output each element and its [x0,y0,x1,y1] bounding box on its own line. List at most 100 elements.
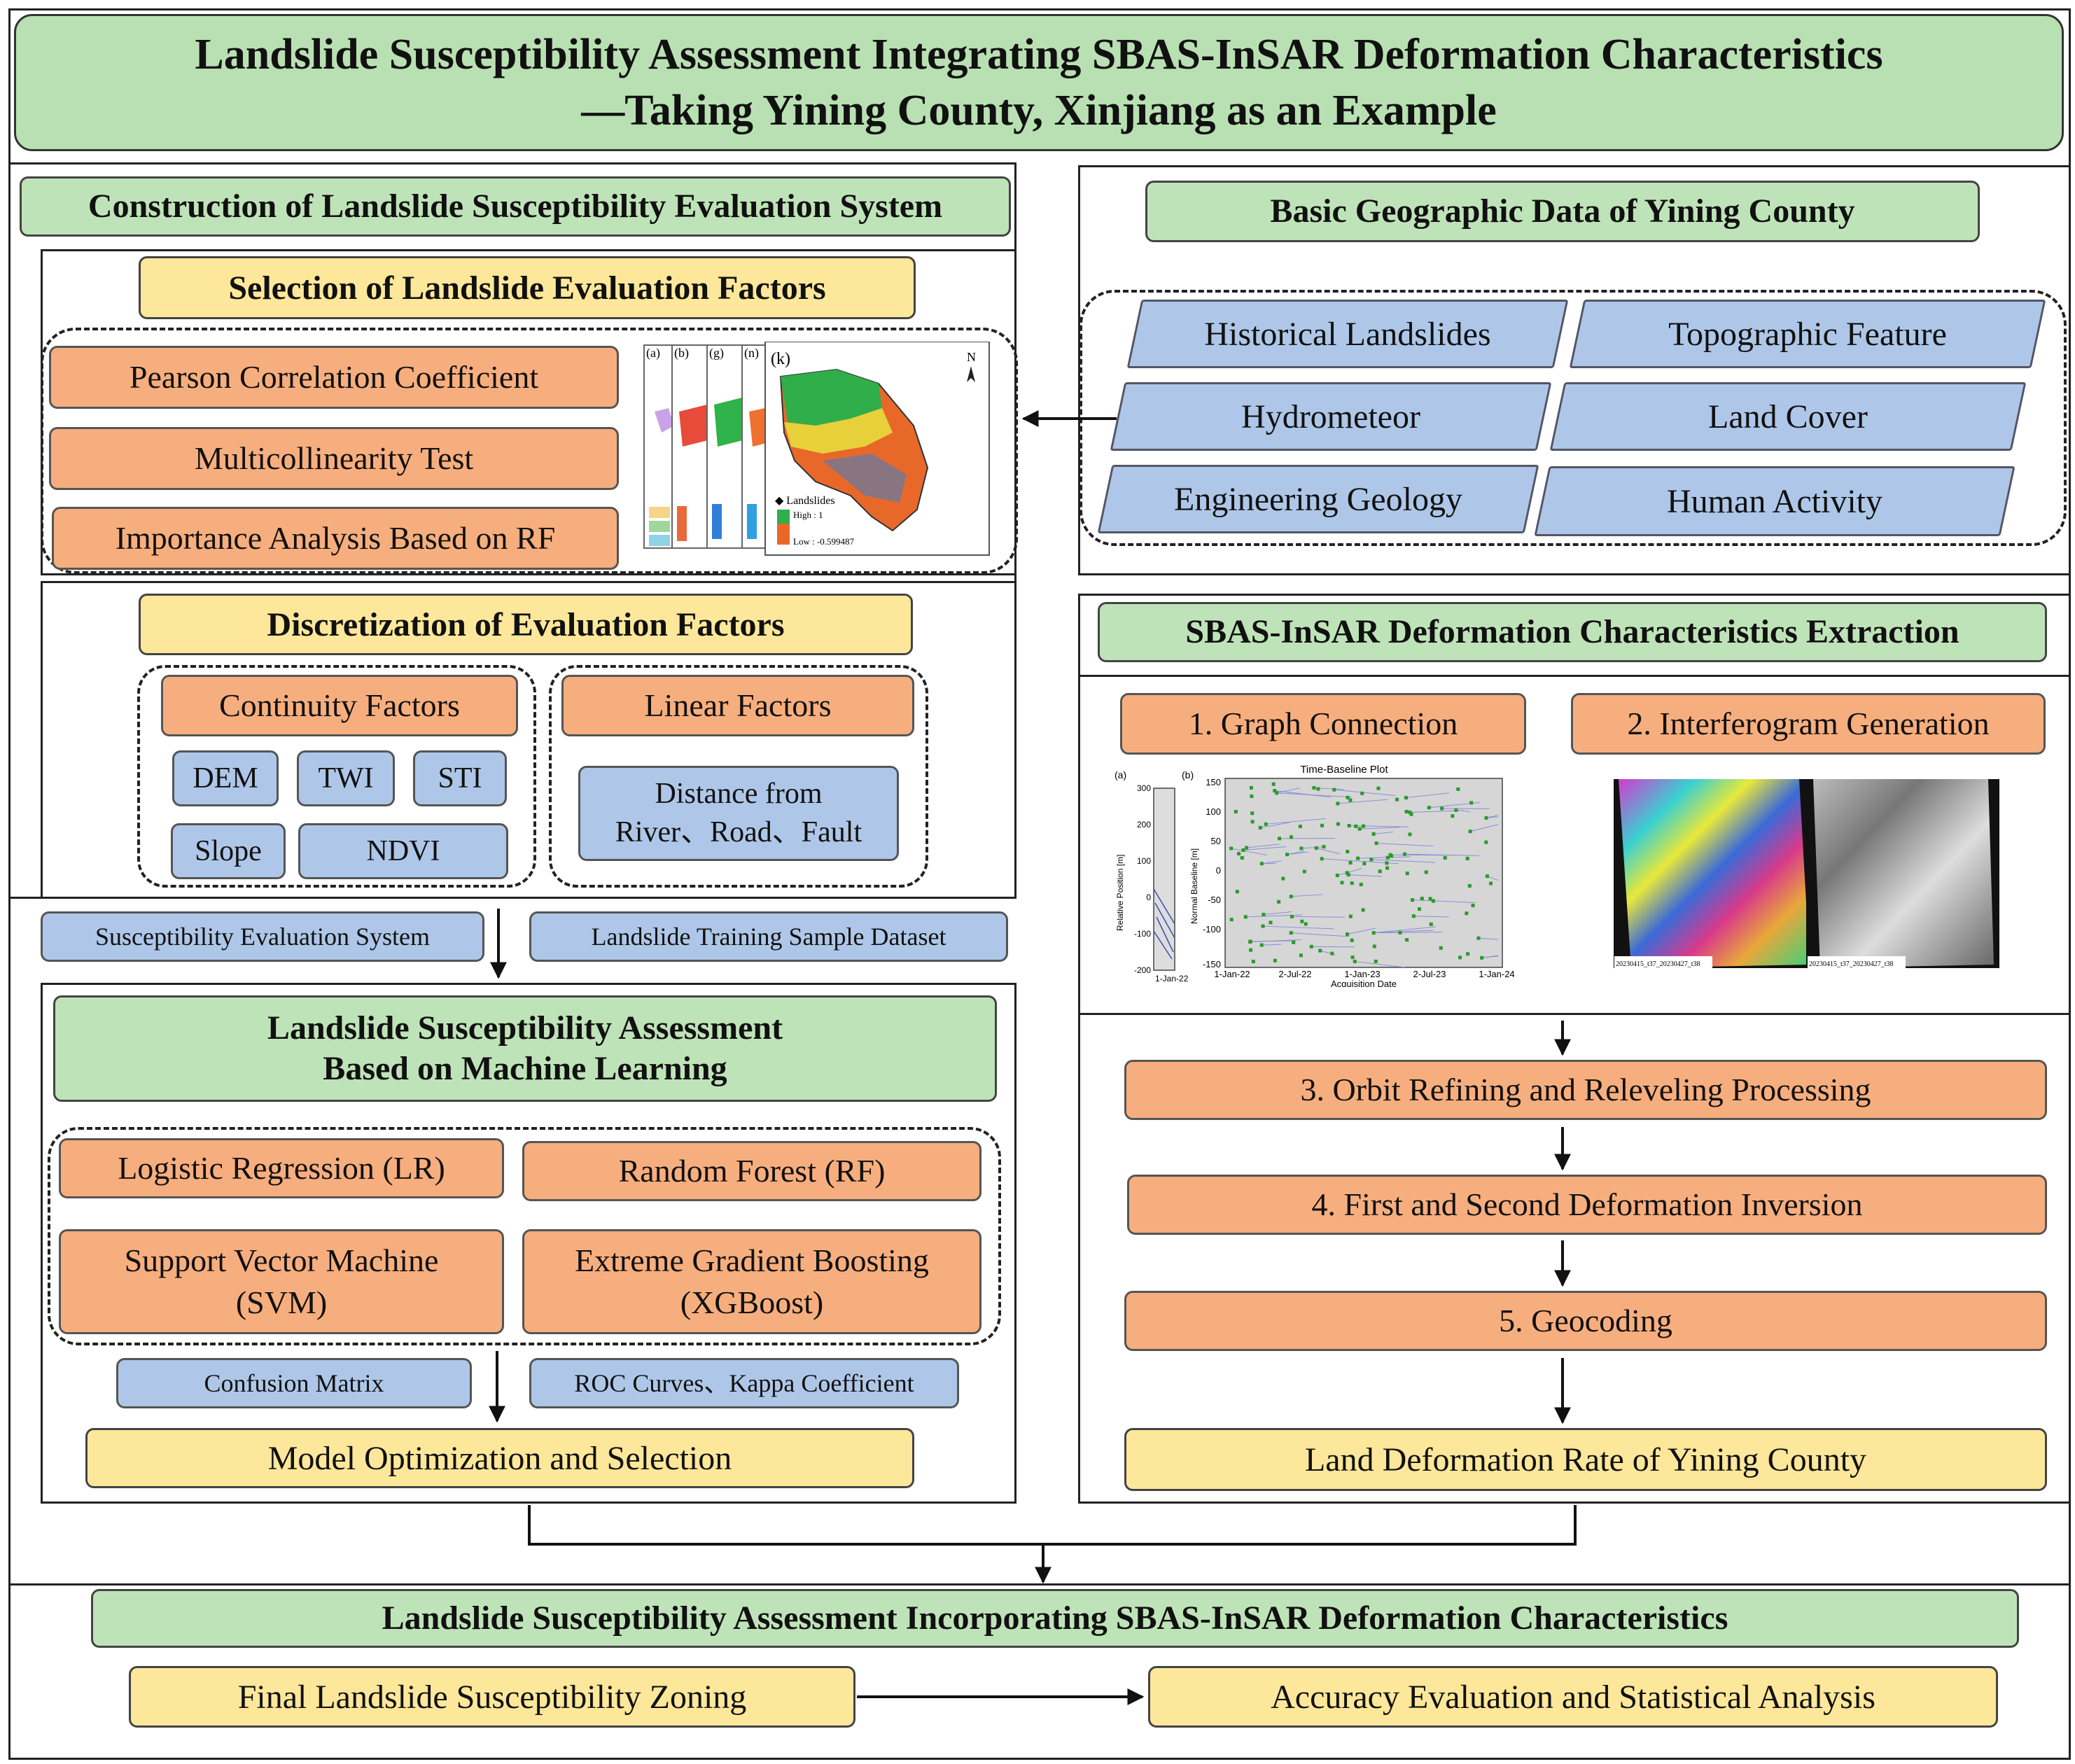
merge-line [528,1505,1577,1546]
ml-title-line2: Based on Machine Learning [323,1050,727,1087]
acquisition-point [1277,899,1281,904]
acquisition-point [1348,914,1353,918]
acquisition-point [1292,940,1296,944]
acquisition-point [1484,816,1488,820]
time-baseline-plot-svg: (a) (b) Time-Baseline Plot Relative Posi… [1115,764,1515,989]
plot-a-xtick: 1-Jan-22 [1155,974,1189,983]
plot-a-label: (a) [1115,769,1126,780]
acquisition-point [1458,955,1462,960]
acquisition-point [1336,802,1340,806]
acquisition-point [1418,907,1422,911]
baseline-connection [1412,899,1476,903]
acquisition-point [1348,798,1353,802]
baseline-connection [1246,844,1280,848]
acquisition-point [1298,825,1302,829]
baseline-connection [1481,955,1499,958]
acquisition-point [1330,951,1334,955]
acquisition-point [1353,960,1357,964]
geo-hydrometeor-label: Hydrometeor [1241,398,1420,435]
model-lr: Logistic Regression (LR) [59,1138,504,1198]
acquisition-point [1299,846,1304,850]
model-xgb-line1: Extreme Gradient Boosting [575,1242,929,1279]
acquisition-point [1409,812,1413,816]
plot-b-ytick: -100 [1203,924,1221,934]
baseline-connection [1478,937,1499,940]
model-svm: Support Vector Machine (SVM) [59,1229,504,1334]
acquisition-point [1245,846,1249,850]
acquisition-point [1484,840,1488,844]
geo-data-title: Basic Geographic Data of Yining County [1145,181,1980,242]
acquisition-point [1451,814,1455,818]
map-label-k: (k) [771,350,790,368]
acquisition-point [1278,836,1282,841]
acquisition-point [1320,823,1324,827]
north-arrow-label: N [967,350,976,364]
input-training-dataset: Landslide Training Sample Dataset [529,911,1008,962]
acquisition-point [1402,852,1406,856]
acquisition-point [1476,936,1481,940]
acquisition-point [1281,876,1285,881]
sbas-step-section [1078,675,2071,1015]
acquisition-point [1300,919,1304,923]
plot-a-ytick: -200 [1134,965,1151,975]
acquisition-point [1408,832,1412,836]
baseline-connection [1357,856,1411,859]
acquisition-point [1346,932,1350,937]
acquisition-point [1285,853,1290,857]
plot-a-ylabel: Relative Position [m] [1115,855,1125,931]
acquisition-point [1369,858,1374,862]
acquisition-point [1314,846,1318,850]
map-label-a: (a) [646,346,660,360]
factor-distance: Distance from River、Road、Fault [578,766,899,861]
step-geocoding: 5. Geocoding [1124,1291,2047,1351]
factor-maps-stack: (a) (b) (g) (n) (k) N ◆ Landslides High … [641,341,991,559]
acquisition-point [1262,912,1266,916]
geo-topographic-feature-label: Topographic Feature [1668,315,1947,353]
acquisition-point [1289,835,1293,839]
baseline-connection [1262,860,1282,864]
acquisition-point [1454,808,1458,812]
plot-b-xticks: 1-Jan-22 2-Jul-22 1-Jan-23 2-Jul-23 1-Ja… [1214,969,1514,979]
acquisition-point [1348,860,1353,864]
metric-confusion-matrix: Confusion Matrix [116,1358,472,1408]
baseline-connection [1470,824,1499,832]
map-label-g: (g) [709,346,724,360]
acquisition-point [1350,881,1354,886]
plot-a-yticks: 300 200 100 0 -100 -200 [1134,783,1151,975]
step-graph-connection: 1. Graph Connection [1120,693,1526,755]
bottom-panel [8,1583,2071,1760]
geo-hydrometeor: Hydrometeor [1110,382,1552,451]
map-k-colorbar-top [777,510,790,524]
baseline-connection [1349,825,1409,827]
acquisition-point [1345,871,1349,875]
baseline-connection [1337,868,1362,876]
model-optimization: Model Optimization and Selection [85,1428,914,1488]
method-rf-importance: Importance Analysis Based on RF [52,507,619,570]
acquisition-point [1250,820,1255,824]
factor-ndvi: NDVI [298,823,508,879]
baseline-connection [1406,792,1450,799]
plot-title: Time-Baseline Plot [1300,764,1388,776]
acquisition-point [1428,897,1432,901]
plot-b-xtick: 1-Jan-24 [1479,969,1514,979]
baseline-connection [1441,808,1490,810]
geo-land-cover-label: Land Cover [1708,398,1868,435]
acquisition-point [1467,884,1472,888]
geo-human-activity-label: Human Activity [1667,482,1882,520]
geo-historical-landslides: Historical Landslides [1126,300,1569,368]
left-panel-header: Construction of Landslide Susceptibility… [20,176,1011,237]
acquisition-point [1243,915,1248,919]
factor-dem: DEM [172,750,279,806]
baseline-connection [1355,961,1405,968]
map-g-colorbar [712,504,722,539]
baseline-connection [1291,894,1323,897]
acquisition-point [1249,948,1253,952]
acquisition-point [1229,918,1234,922]
acquisition-point [1235,890,1239,894]
baseline-connection [1291,932,1350,937]
acquisition-point [1273,958,1277,962]
acquisition-point [1360,791,1364,795]
interferogram-caption-2-bg [1808,956,1906,969]
acquisition-point [1411,914,1416,918]
acquisition-point [1404,796,1408,800]
